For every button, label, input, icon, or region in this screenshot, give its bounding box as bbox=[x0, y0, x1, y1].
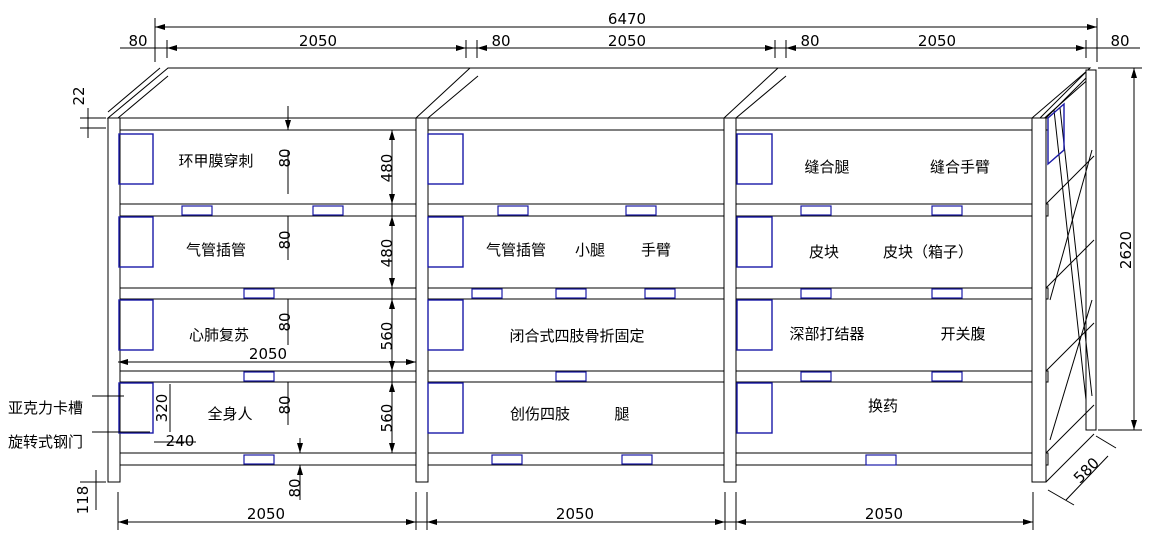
bay3-row2-label-b: 皮块（箱子） bbox=[883, 243, 973, 261]
right-side-frame bbox=[1045, 69, 1097, 483]
dim-gap-row3: 80 bbox=[276, 312, 294, 331]
side-labels: 亚克力卡槽 旋转式钢门 bbox=[8, 395, 150, 451]
bay2-row2-label-b: 小腿 bbox=[575, 241, 605, 259]
bay1-row4-label: 全身人 bbox=[207, 405, 252, 423]
bay3-labels: 缝合腿 缝合手臂 皮块 皮块（箱子） 深部打结器 开关腹 换药 bbox=[789, 158, 990, 415]
dim-bay-top-3: 2050 bbox=[918, 32, 956, 50]
bay2-row4-label-a: 创伤四肢 bbox=[510, 405, 570, 423]
dim-bay-bottom-2: 2050 bbox=[556, 505, 594, 523]
dim-gap-bottom: 80 bbox=[286, 478, 304, 497]
bay2-row4-label-b: 腿 bbox=[614, 405, 629, 423]
dim-gap-4: 80 bbox=[1110, 32, 1129, 50]
left-dimensions: 22 118 bbox=[70, 86, 106, 514]
bay3-row1-label-b: 缝合手臂 bbox=[930, 158, 990, 176]
dim-card-slot-h: 320 bbox=[153, 394, 171, 423]
right-height-dim: 2620 bbox=[1098, 67, 1142, 431]
dim-bay-top-1: 2050 bbox=[299, 32, 337, 50]
dim-gap-3: 80 bbox=[800, 32, 819, 50]
dim-total-width: 6470 bbox=[608, 10, 646, 28]
dim-depth: 580 bbox=[1070, 454, 1103, 487]
inner-bay-width: 2050 bbox=[118, 345, 416, 365]
bay3-row4-label: 换药 bbox=[868, 397, 898, 415]
top-dimensions: 6470 80 2050 80 2050 80 2050 80 bbox=[120, 10, 1140, 62]
dim-total-height: 2620 bbox=[1117, 231, 1135, 269]
dim-bottom-clearance: 118 bbox=[74, 486, 92, 515]
bay3-row3-label-b: 开关腹 bbox=[940, 325, 985, 343]
bay2-labels: 气管插管 小腿 手臂 闭合式四肢骨折固定 创伤四肢 腿 bbox=[486, 241, 671, 423]
bay3-row2-label-a: 皮块 bbox=[809, 243, 839, 261]
bay1-row2-label: 气管插管 bbox=[186, 241, 246, 259]
dim-shelf-1: 480 bbox=[378, 154, 396, 183]
front-frame bbox=[107, 117, 1049, 483]
bay1-row1-label: 环甲膜穿刺 bbox=[178, 152, 253, 170]
bay1-row3-label: 心肺复苏 bbox=[189, 326, 249, 344]
dim-gap-2: 80 bbox=[491, 32, 510, 50]
dim-gap-row2: 80 bbox=[276, 230, 294, 249]
bottom-dimensions: 2050 2050 2050 bbox=[117, 492, 1034, 530]
bay2-row2-label-a: 气管插管 bbox=[486, 241, 546, 259]
dim-gap-row4: 80 bbox=[276, 395, 294, 414]
dim-top-thickness: 22 bbox=[70, 86, 88, 105]
dim-shelf-3: 560 bbox=[378, 322, 396, 351]
dim-bay-top-2: 2050 bbox=[608, 32, 646, 50]
card-slot-dims: 320 240 bbox=[153, 384, 196, 450]
bay1-vertical-dims: 80 80 80 80 80 480 480 560 560 bbox=[276, 106, 396, 500]
beam-label-plates bbox=[181, 205, 963, 466]
bay2-row3-label: 闭合式四肢骨折固定 bbox=[509, 327, 644, 345]
bay1-labels: 环甲膜穿刺 气管插管 心肺复苏 全身人 bbox=[178, 152, 253, 423]
dim-card-slot-w: 240 bbox=[166, 432, 195, 450]
dim-bay-bottom-1: 2050 bbox=[247, 505, 285, 523]
dim-gap-row1: 80 bbox=[276, 148, 294, 167]
dim-inner-bay: 2050 bbox=[249, 345, 287, 363]
bay3-row3-label-a: 深部打结器 bbox=[789, 325, 864, 343]
bay3-row1-label-a: 缝合腿 bbox=[804, 158, 849, 176]
bay2-row2-label-c: 手臂 bbox=[641, 241, 671, 259]
label-acrylic-slot: 亚克力卡槽 bbox=[8, 399, 83, 417]
top-panel bbox=[106, 67, 1093, 123]
card-slots bbox=[118, 133, 773, 434]
label-rotating-door: 旋转式钢门 bbox=[8, 433, 83, 451]
dim-shelf-4: 560 bbox=[378, 404, 396, 433]
dim-gap-1: 80 bbox=[128, 32, 147, 50]
dim-bay-bottom-3: 2050 bbox=[865, 505, 903, 523]
dim-shelf-2: 480 bbox=[378, 239, 396, 268]
